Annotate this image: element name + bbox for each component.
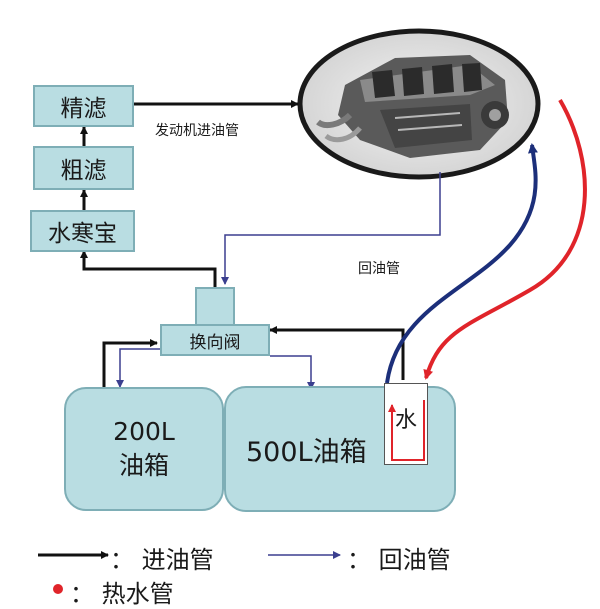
- legend-hot-water-dot: [53, 584, 63, 594]
- valve-label: 换向阀: [189, 332, 241, 353]
- water-box-label: 水: [394, 408, 417, 433]
- tank-500l-label: 500L油箱: [246, 436, 367, 468]
- fine-filter-box: 精滤: [33, 85, 134, 127]
- feed-lines: [80, 100, 405, 397]
- engine: [297, 28, 541, 180]
- coarse-filter-label: 粗滤: [60, 158, 107, 184]
- feed-large-tank-to-valve-arrow: [269, 326, 405, 380]
- water-separator-label: 水寒宝: [48, 221, 117, 247]
- valve-box: 换向阀: [160, 324, 270, 356]
- feed-small-tank-to-valve-arrow: [102, 339, 158, 397]
- return-line-label: 回油管: [358, 261, 400, 277]
- return-lines: [116, 172, 441, 390]
- legend-feed-text: ： 进油管: [110, 546, 214, 574]
- return-valve-to-large-tank-arrow: [270, 355, 315, 390]
- legend-return-text: ： 回油管: [347, 546, 451, 574]
- fine-filter-label: 精滤: [60, 96, 107, 122]
- tank-200l-volume: 200L: [113, 417, 175, 446]
- water-separator-box: 水寒宝: [30, 210, 135, 252]
- hot-water-line: [423, 98, 587, 380]
- water-box: 水: [384, 383, 428, 465]
- engine-feed-label: 发动机进油管: [155, 123, 239, 139]
- feed-valve-to-sep-arrow: [80, 250, 217, 289]
- tank-200l: 200L 油箱: [64, 387, 224, 511]
- legend-hot-water-text: ： 热水管: [70, 580, 174, 608]
- return-engine-to-valve-arrow: [221, 172, 441, 285]
- engine-icon: [316, 55, 509, 158]
- coarse-filter-box: 粗滤: [33, 146, 134, 190]
- return-valve-to-small-tank-arrow: [116, 348, 160, 388]
- tank-200l-name: 油箱: [118, 451, 169, 480]
- cool-water-line: [385, 143, 538, 384]
- valve-stem: [195, 287, 235, 327]
